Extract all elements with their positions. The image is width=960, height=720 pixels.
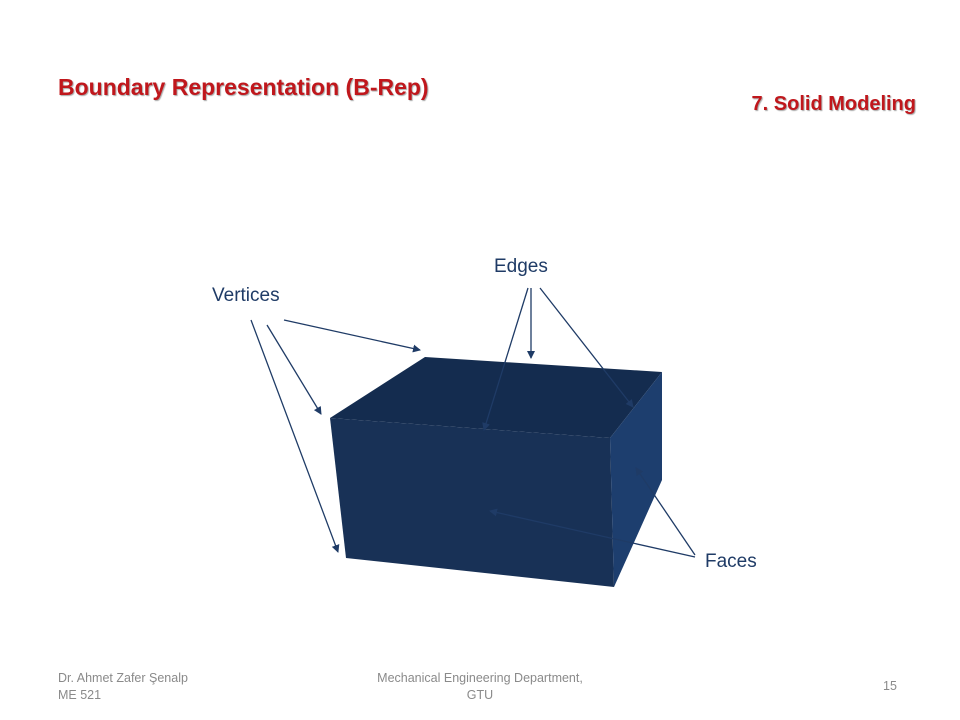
edge-arrows [482, 287, 634, 431]
vertices-label: Vertices [212, 285, 280, 306]
footer-department-block: Mechanical Engineering Department, GTU [330, 670, 630, 704]
edges-label: Edges [494, 256, 548, 277]
face-arrow-front [489, 508, 696, 558]
side-face [610, 372, 662, 587]
faces-label: Faces [705, 551, 757, 572]
footer-author-block: Dr. Ahmet Zafer Şenalp ME 521 [58, 670, 188, 704]
face-arrows [489, 467, 696, 558]
footer-author: Dr. Ahmet Zafer Şenalp [58, 671, 188, 685]
footer-department-line1: Mechanical Engineering Department, [377, 671, 583, 685]
solid-box [330, 357, 662, 587]
front-face [330, 418, 614, 587]
edge-arrow-front [482, 287, 529, 431]
section-title: 7. Solid Modeling [751, 93, 916, 115]
vertex-arrows [250, 319, 421, 553]
page-number: 15 [883, 679, 897, 693]
footer-course: ME 521 [58, 688, 102, 702]
vertex-arrow-left [266, 324, 322, 415]
edge-arrow-side [539, 287, 634, 408]
vertex-arrow-bottom [250, 319, 340, 553]
vertex-arrow-top [283, 319, 421, 353]
slide-title: Boundary Representation (B-Rep) [58, 74, 429, 100]
face-arrow-side [635, 467, 696, 556]
top-face [330, 357, 662, 438]
footer-department-line2: GTU [466, 688, 494, 702]
